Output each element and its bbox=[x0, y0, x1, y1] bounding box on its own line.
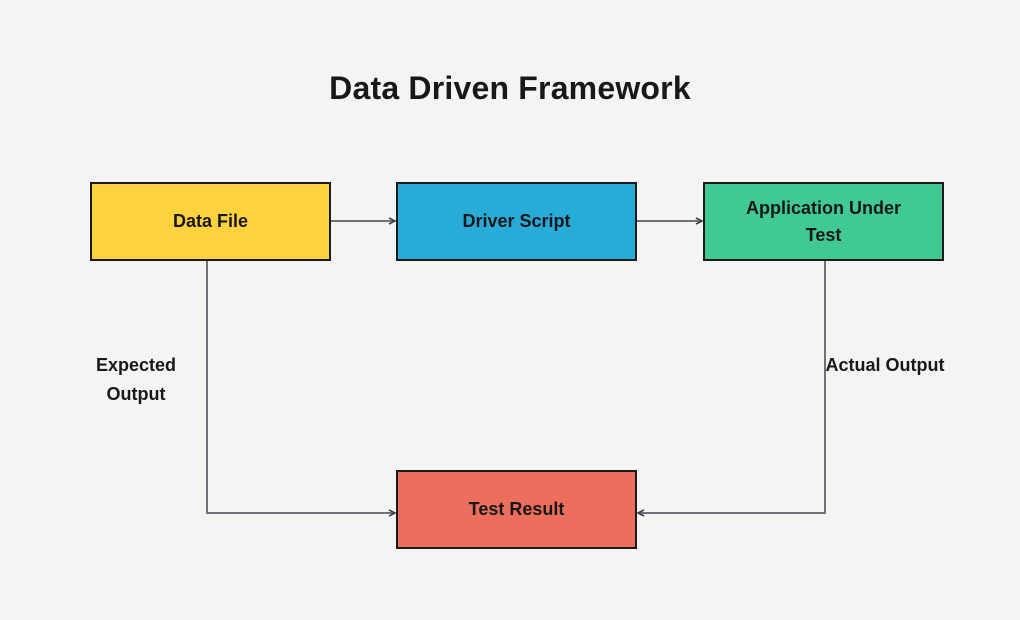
node-driver-script: Driver Script bbox=[396, 182, 637, 261]
node-application-under-test: Application Under Test bbox=[703, 182, 944, 261]
edge-aut-testresult bbox=[636, 261, 826, 517]
diagram-title: Data Driven Framework bbox=[329, 70, 691, 106]
node-application-under-test-label: Application Under Test bbox=[745, 197, 901, 245]
node-data-file-label: Data File bbox=[172, 211, 249, 231]
edge-label-expected-output: Expected Output bbox=[95, 355, 177, 404]
edge-datafile-testresult bbox=[206, 261, 397, 517]
node-test-result: Test Result bbox=[396, 470, 637, 549]
edge-label-actual-output: Actual Output bbox=[825, 355, 945, 375]
node-test-result-label: Test Result bbox=[468, 499, 565, 519]
node-driver-script-label: Driver Script bbox=[462, 211, 571, 231]
node-data-file: Data File bbox=[90, 182, 331, 261]
